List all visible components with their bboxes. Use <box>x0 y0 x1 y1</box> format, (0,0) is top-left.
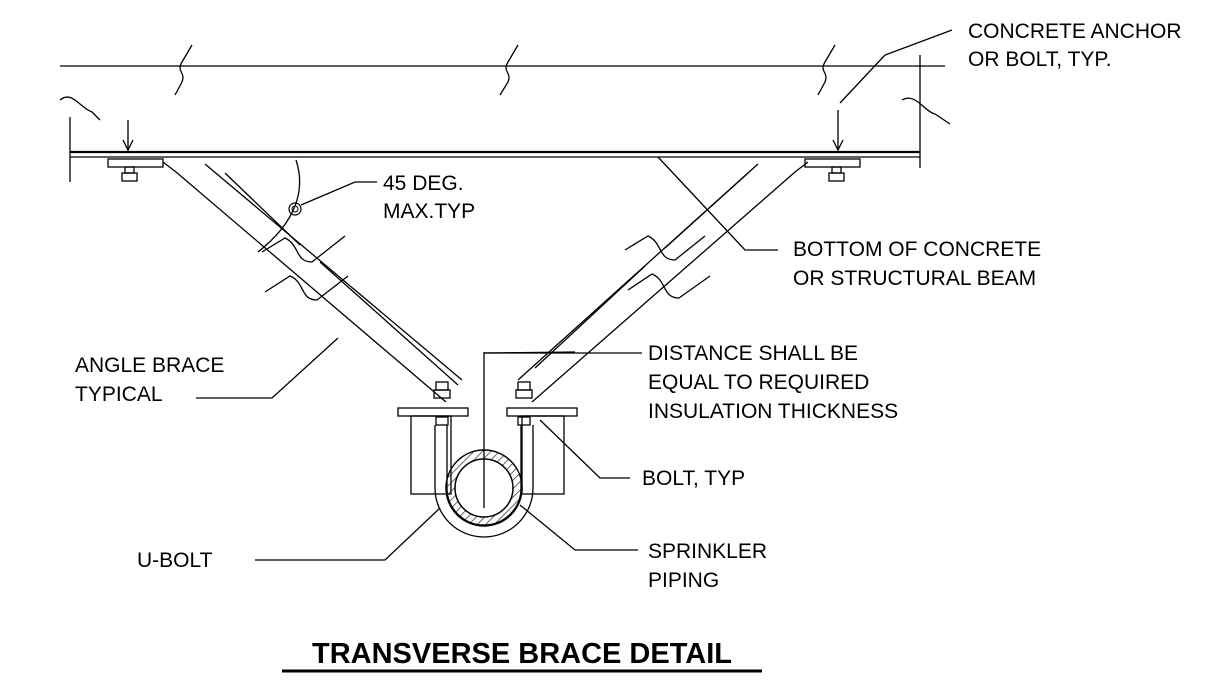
beam-leader <box>657 156 778 251</box>
beam-label: BOTTOM OF CONCRETE OR STRUCTURAL BEAM <box>793 238 1047 290</box>
bolt-leader <box>539 419 630 479</box>
angle-label: 45 DEG. MAX.TYP <box>383 172 475 223</box>
anchor-leader-tail <box>884 29 953 56</box>
ubolt-label: U-BOLT <box>137 549 213 572</box>
concrete-beam <box>59 44 951 182</box>
distance-label: DISTANCE SHALL BE EQUAL TO REQUIRED INSU… <box>648 342 898 423</box>
right-angle-brace <box>517 161 809 403</box>
drawing-title: TRANSVERSE BRACE DETAIL <box>312 638 732 670</box>
bolt-label: BOLT, TYP <box>642 467 745 490</box>
piping-leader <box>519 504 638 551</box>
anchor-label: CONCRETE ANCHOR OR BOLT, TYP. <box>968 20 1187 71</box>
angle-leader <box>300 181 377 206</box>
brace-label: ANGLE BRACE TYPICAL <box>75 354 230 406</box>
sprinkler-pipe <box>445 352 523 527</box>
piping-label: SPRINKLER PIPING <box>648 540 773 592</box>
angle-symbol <box>288 202 302 216</box>
right-anchor-plate <box>804 110 861 182</box>
left-angle-brace <box>162 161 463 403</box>
ubolt-leader <box>255 507 441 561</box>
left-anchor-plate <box>107 120 164 182</box>
brace-leader <box>196 337 339 399</box>
anchor-leader <box>839 54 886 104</box>
